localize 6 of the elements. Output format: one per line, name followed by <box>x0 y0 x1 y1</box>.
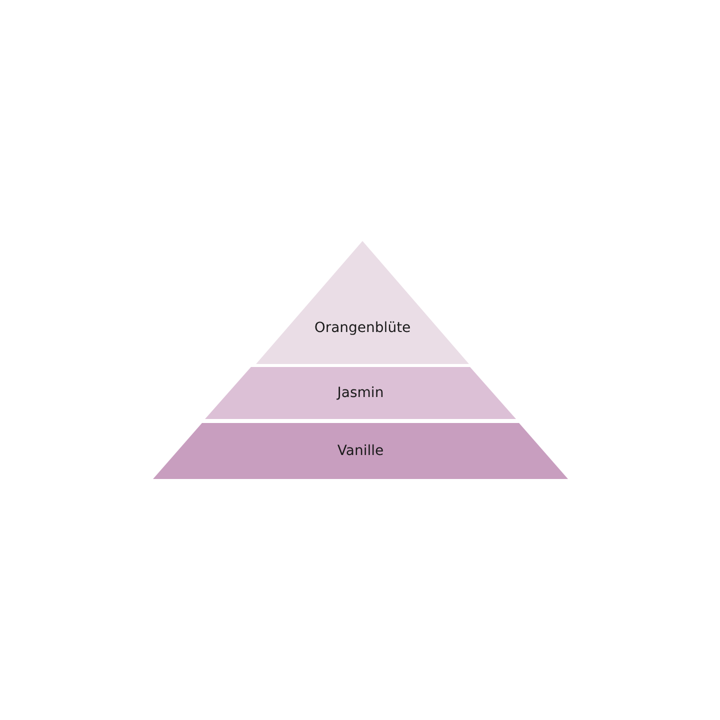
tier-label: Jasmin <box>337 385 384 401</box>
tier-label: Vanille <box>337 443 384 459</box>
tier-label: Orangenblüte <box>314 320 411 336</box>
pyramid-tier <box>256 241 469 364</box>
pyramid-tier <box>205 367 516 419</box>
pyramid-tier <box>153 423 568 479</box>
